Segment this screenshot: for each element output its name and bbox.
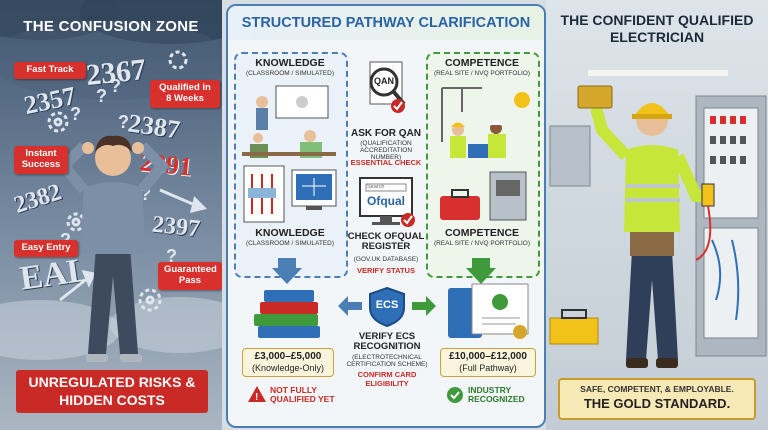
guaranteed-pass-tag: Guaranteed Pass	[158, 262, 222, 290]
qualified-electrician-title: THE CONFIDENT QUALIFIED ELECTRICIAN	[560, 12, 754, 45]
ofqual-search-box: Search	[367, 184, 385, 190]
pathway-title: STRUCTURED PATHWAY CLARIFICATION	[241, 15, 531, 31]
confused-man-illustration	[58, 135, 168, 362]
svg-text:?: ?	[96, 86, 107, 106]
confirm-card-eligibility-text: CONFIRM CARD ELIGIBILITY	[357, 370, 417, 388]
knowledge-price-amount: £3,000–£5,000	[254, 351, 322, 362]
arrow-down-icon	[466, 258, 496, 284]
qualified-in-8-weeks-tag: Qualified in 8 Weeks	[150, 80, 220, 108]
ask-for-qan-label: ASK FOR QAN	[351, 128, 421, 139]
competence-sub-top: (REAL SITE / NVQ PORTFOLIO)	[433, 70, 531, 77]
toolbox-and-panel-illustration	[440, 171, 527, 221]
svg-text:?: ?	[166, 246, 177, 266]
competence-column	[426, 52, 540, 278]
confusion-zone-title: THE CONFUSION ZONE	[23, 18, 199, 35]
full-pathway-price: £10,000–£12,000 (Full Pathway)	[440, 348, 536, 377]
ofqual-logo: Ofqual	[367, 194, 405, 208]
ecs-shield-icon	[369, 286, 405, 328]
fast-track-tag: Fast Track	[14, 62, 86, 79]
svg-text:?: ?	[110, 76, 121, 96]
check-ofqual-register-label: CHECK OFQUAL REGISTER	[347, 231, 425, 253]
essential-check-text: ESSENTIAL CHECK	[350, 158, 422, 167]
knowledge-price-note: (Knowledge-Only)	[251, 363, 325, 373]
verify-ecs-label: VERIFY ECS RECOGNITION	[353, 331, 421, 353]
easy-entry-tag: Easy Entry	[14, 240, 78, 257]
certificate-folder-illustration	[448, 283, 529, 339]
ecs-subtext: (ELECTROTECHNICAL CERTIFICATION SCHEME)	[346, 354, 428, 369]
check-circle-icon	[447, 387, 463, 403]
full-pathway-price-note: (Full Pathway)	[459, 363, 517, 373]
knowledge-sub-bottom: (CLASSROOM / SIMULATED)	[245, 240, 334, 247]
arrow-right-icon	[412, 296, 436, 316]
svg-text:!: !	[255, 392, 258, 402]
verify-status-text: VERIFY STATUS	[357, 266, 415, 275]
knowledge-label-top: KNOWLEDGE	[255, 57, 325, 69]
svg-text:?: ?	[70, 104, 81, 124]
knowledge-label-bottom: KNOWLEDGE	[255, 227, 325, 239]
arrow-left-icon	[338, 296, 362, 316]
qan-subtext: (QUALIFICATION ACCREDITATION NUMBER)	[359, 140, 413, 162]
qualified-electrician-panel: THE CONFIDENT QUALIFIED ELECTRICIAN SAFE…	[546, 0, 768, 430]
svg-text:?: ?	[118, 112, 129, 132]
qan-badge: QAN	[374, 76, 394, 86]
ecs-badge: ECS	[375, 299, 399, 311]
warning-icon: !	[248, 386, 266, 402]
competence-sub-bottom: (REAL SITE / NVQ PORTFOLIO)	[433, 240, 531, 247]
gear-icon	[47, 50, 188, 312]
confusion-zone-panel: THE CONFUSION ZONE 2367 2357 2387 2391 2…	[0, 0, 222, 430]
knowledge-only-price: £3,000–£5,000 (Knowledge-Only)	[242, 348, 334, 377]
instant-success-tag: Instant Success	[14, 146, 68, 174]
ofqual-subtext: (GOV.UK DATABASE)	[353, 256, 419, 263]
full-pathway-price-amount: £10,000–£12,000	[449, 351, 527, 362]
competence-label-top: COMPETENCE	[444, 57, 520, 69]
gold-standard-text: THE GOLD STANDARD.	[583, 396, 731, 411]
gold-standard-banner: SAFE, COMPETENT, & EMPLOYABLE. THE GOLD …	[558, 378, 756, 420]
svg-text:?: ?	[140, 184, 151, 204]
qan-magnifier-icon	[369, 61, 406, 113]
competence-label-bottom: COMPETENCE	[444, 227, 520, 239]
arrow-down-icon	[272, 258, 302, 284]
storm-cloud-background	[0, 0, 222, 360]
circuit-board-illustration	[243, 165, 337, 223]
not-fully-qualified-text: NOT FULLY QUALIFIED YET	[270, 385, 335, 405]
ofqual-monitor-icon	[359, 177, 415, 227]
structured-pathway-panel: STRUCTURED PATHWAY CLARIFICATION KNOWLED…	[226, 4, 546, 428]
knowledge-sub-top: (CLASSROOM / SIMULATED)	[245, 70, 334, 77]
safe-competent-employable-text: SAFE, COMPETENT, & EMPLOYABLE.	[580, 384, 734, 394]
classroom-illustration	[242, 85, 336, 158]
industry-recognized-text: INDUSTRY RECOGNIZED	[468, 385, 525, 405]
pathway-header: STRUCTURED PATHWAY CLARIFICATION	[228, 6, 544, 40]
stacked-books-illustration	[254, 290, 320, 338]
site-workers-illustration	[441, 87, 530, 158]
unregulated-risks-banner: UNREGULATED RISKS & HIDDEN COSTS	[16, 370, 208, 413]
electrical-panel-background	[549, 70, 767, 368]
